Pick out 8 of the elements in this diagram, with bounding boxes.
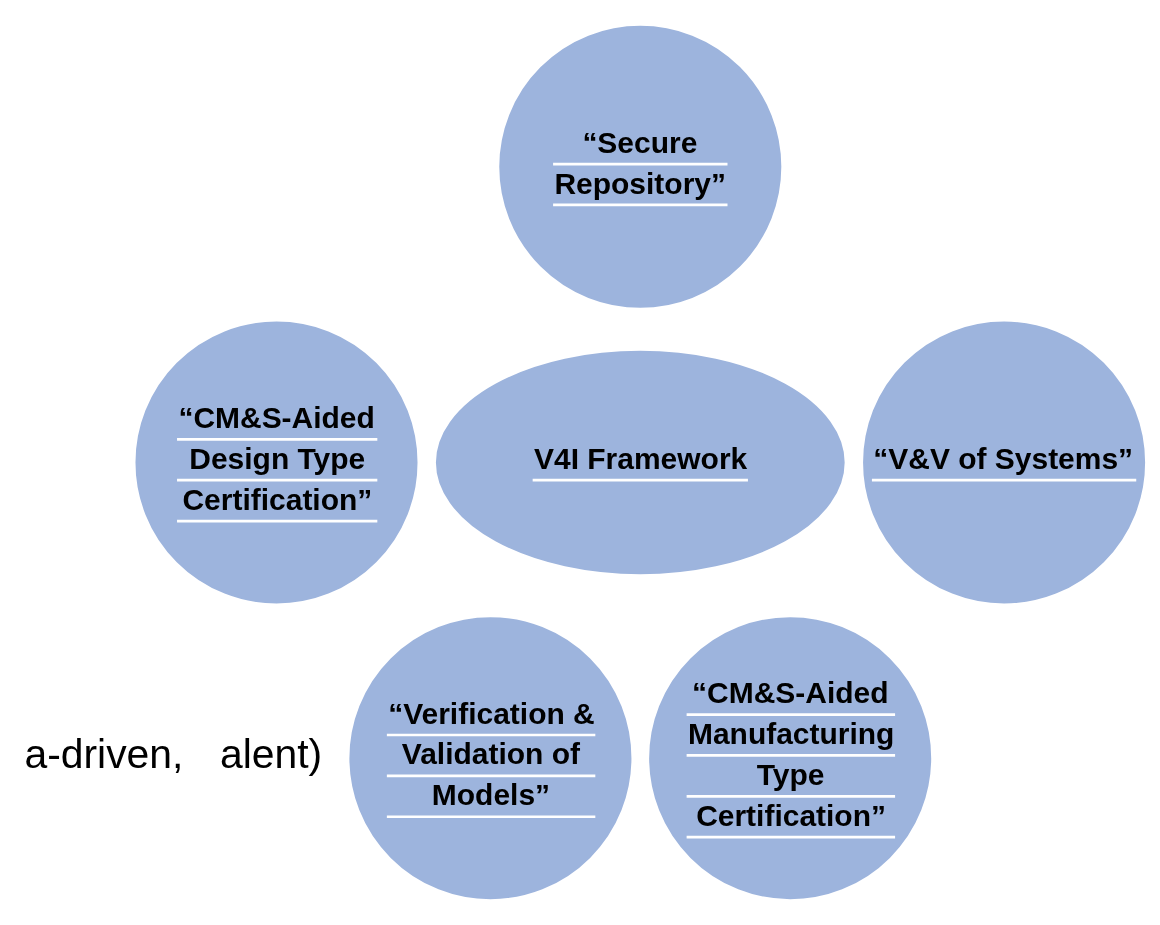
node-circle: “V&V of Systems” <box>860 318 1148 607</box>
label: alent) <box>219 731 323 778</box>
node-ellipse: V4I Framework <box>433 348 848 577</box>
node-circle: “CM&S-Aided Manufacturing Type Certification” <box>646 614 934 902</box>
node-circle: “CM&S-Aided Design Type Certification” <box>132 318 421 607</box>
label: a-driven, <box>24 731 184 778</box>
node-circle: “Verification & Validation of Models” <box>346 614 635 902</box>
node-circle: “Secure Repository” <box>496 23 785 311</box>
